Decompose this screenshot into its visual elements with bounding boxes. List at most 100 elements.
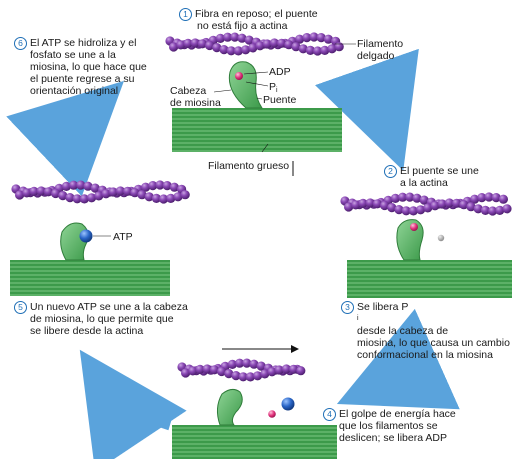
actin-bead <box>387 203 397 213</box>
actin-bead <box>183 38 193 49</box>
actin-bead <box>405 192 415 202</box>
step-4-badge: 4 <box>323 408 336 421</box>
actin-bead <box>226 46 236 56</box>
step-6-text: 6 El ATP se hidroliza y el fosfato se un… <box>14 37 147 97</box>
actin-bead <box>237 33 247 43</box>
cycle-arrow-3-to-4 <box>336 308 460 410</box>
step-6-line-2: fosfato se une a la <box>30 49 116 61</box>
cycle-arrows <box>6 48 460 459</box>
actin-bead <box>231 371 241 381</box>
step-4-text: 4 El golpe de energía hace que los filam… <box>323 408 456 444</box>
actin-bead <box>452 198 462 208</box>
myosin-head-4 <box>216 388 243 426</box>
adp-1 <box>235 72 243 80</box>
actin-bead <box>484 192 494 202</box>
actin-bead <box>302 33 312 43</box>
actin-bead <box>195 364 205 374</box>
actin-bead <box>223 32 233 42</box>
actin-bead <box>215 33 225 44</box>
actin-bead <box>180 190 190 200</box>
actin-bead <box>79 194 89 204</box>
actin-bead <box>238 372 248 382</box>
adp-2 <box>410 223 418 231</box>
actin-bead <box>69 180 79 190</box>
myosin-head-2 <box>396 219 424 261</box>
actin-bead <box>298 44 308 54</box>
step-6-line-4: el puente regrese a su <box>30 73 135 85</box>
thin-filament-5 <box>11 180 190 204</box>
step-5-line-2: de miosina, lo que permite que <box>30 313 174 325</box>
actin-bead <box>173 192 183 202</box>
atp-label: ATP <box>113 231 133 243</box>
actin-bead <box>316 33 326 43</box>
actin-bead <box>444 198 454 208</box>
atp-5 <box>79 229 93 243</box>
actin-bead <box>327 44 337 54</box>
actin-bead <box>101 189 111 199</box>
actin-bead <box>502 204 512 214</box>
actin-bead <box>309 32 319 42</box>
actin-bead <box>473 204 483 214</box>
actin-bead <box>313 46 323 56</box>
actin-bead <box>94 191 104 201</box>
actin-bead <box>209 365 219 375</box>
step-1-text: 1 Fibra en reposo; el puente no está fij… <box>179 8 318 32</box>
actin-bead <box>219 45 229 55</box>
actin-bead <box>176 40 186 50</box>
actin-bead <box>148 181 158 191</box>
step-2-line-2: a la actina <box>400 177 448 189</box>
actin-bead <box>242 358 252 368</box>
actin-bead <box>190 38 200 48</box>
actin-bead <box>249 359 259 369</box>
actin-bead <box>137 190 147 200</box>
step-5-text: 5 Un nuevo ATP se une a la cabeza de mio… <box>14 301 188 337</box>
adp-label: ADP <box>269 66 291 78</box>
pi-label: Pi <box>269 81 278 94</box>
step-1-line-2: no está fijo a actina <box>197 20 288 32</box>
actin-bead <box>284 40 294 50</box>
thick-filament-label: Filamento grueso <box>208 160 290 172</box>
step-6-line-3: miosina, lo que hace que <box>30 61 147 73</box>
panel-4 <box>172 358 337 459</box>
actin-bead <box>256 361 266 371</box>
cycle-arrow-4-to-5 <box>79 349 187 459</box>
actin-bead <box>495 205 505 215</box>
step-5-line-3: se libere desde la actina <box>30 325 144 337</box>
step-4-line-3: deslicen; se libera ADP <box>339 432 447 444</box>
actin-bead <box>419 195 429 205</box>
actin-bead <box>262 39 272 49</box>
thin-filament-4 <box>177 358 306 382</box>
actin-bead <box>76 180 86 190</box>
actin-bead <box>477 193 487 203</box>
actin-bead <box>320 45 330 56</box>
actin-bead <box>65 193 75 203</box>
actin-bead <box>459 200 469 210</box>
panel-5 <box>10 180 190 296</box>
actin-bead <box>255 41 265 51</box>
actin-bead <box>390 193 400 203</box>
actin-bead <box>408 206 418 216</box>
thin-filament-2 <box>340 192 512 216</box>
bridge-label: Puente <box>263 94 297 106</box>
myosin-head-1 <box>228 61 263 109</box>
actin-bead <box>72 194 82 204</box>
actin-bead <box>401 206 411 216</box>
cycle-arrow-5-to-6 <box>6 80 124 197</box>
actin-bead <box>227 359 237 369</box>
actin-bead <box>188 366 198 376</box>
actin-bead <box>358 198 368 208</box>
step-1-badge: 1 <box>179 8 192 21</box>
actin-bead <box>488 206 498 216</box>
adp-4 <box>268 410 276 418</box>
actin-bead <box>169 42 179 52</box>
step-1-line-1: Fibra en reposo; el puente <box>195 8 318 20</box>
actin-bead <box>151 193 161 203</box>
actin-bead <box>61 181 71 191</box>
actin-bead <box>123 186 133 196</box>
actin-bead <box>130 188 140 198</box>
step-3-line-2: miosina, lo que causa un cambio <box>357 337 510 349</box>
step-2-text: 2 El puente se une a la actina <box>384 165 479 189</box>
step-4-line-2: que los filamentos se <box>339 420 438 432</box>
